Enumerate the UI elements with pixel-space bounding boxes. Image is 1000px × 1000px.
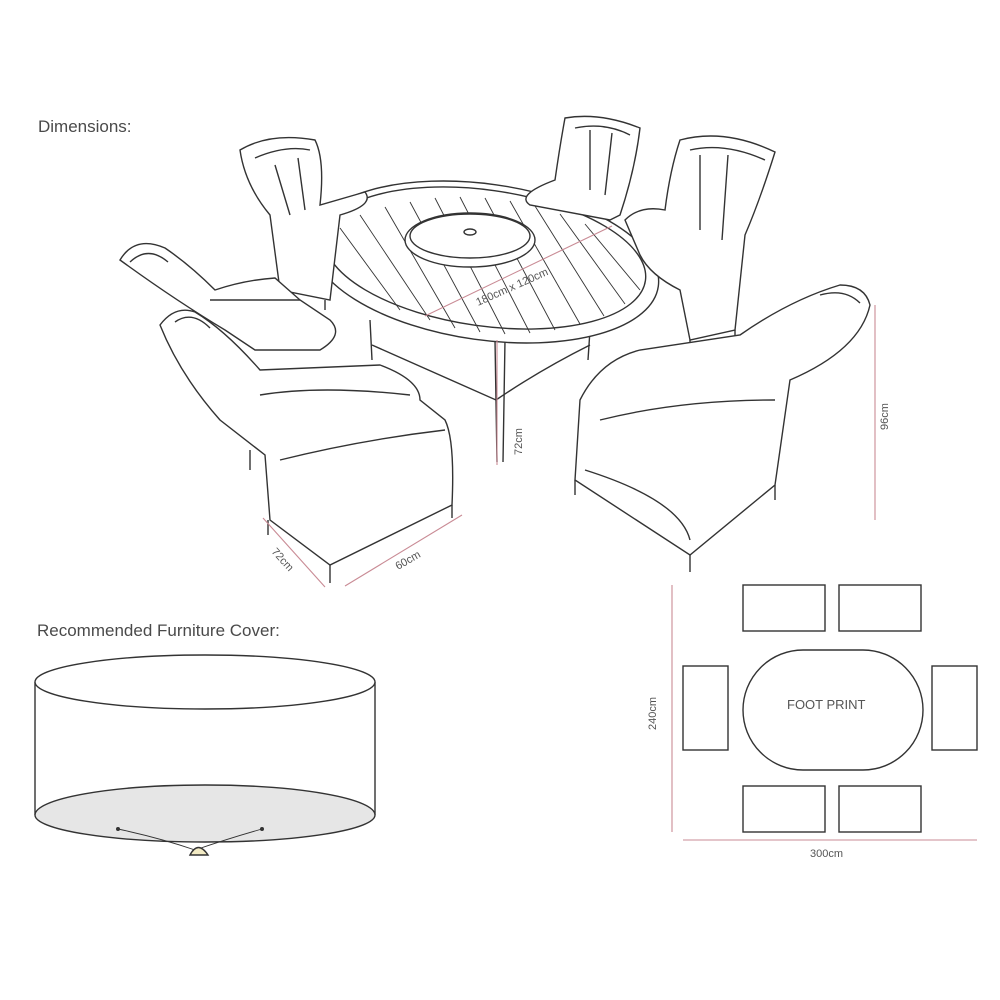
chair-front-right <box>574 284 871 572</box>
table-height-label: 72cm <box>513 428 525 455</box>
dining-table <box>310 180 660 463</box>
dimensions-heading: Dimensions: <box>38 117 132 136</box>
cover-heading: Recommended Furniture Cover: <box>37 621 280 640</box>
footprint-depth-label: 240cm <box>647 697 659 730</box>
chair-height-label: 96cm <box>879 403 891 430</box>
footprint-label: FOOT PRINT <box>787 697 866 712</box>
footprint-plan <box>671 584 978 841</box>
footprint-width-label: 300cm <box>810 848 843 860</box>
chair-back-middle <box>525 115 641 221</box>
chair-back-left <box>239 136 368 310</box>
furniture-cover <box>34 654 376 856</box>
chair-back-right <box>624 135 776 350</box>
chair-width-label: 60cm <box>394 549 423 573</box>
chair-front-left <box>159 309 463 588</box>
